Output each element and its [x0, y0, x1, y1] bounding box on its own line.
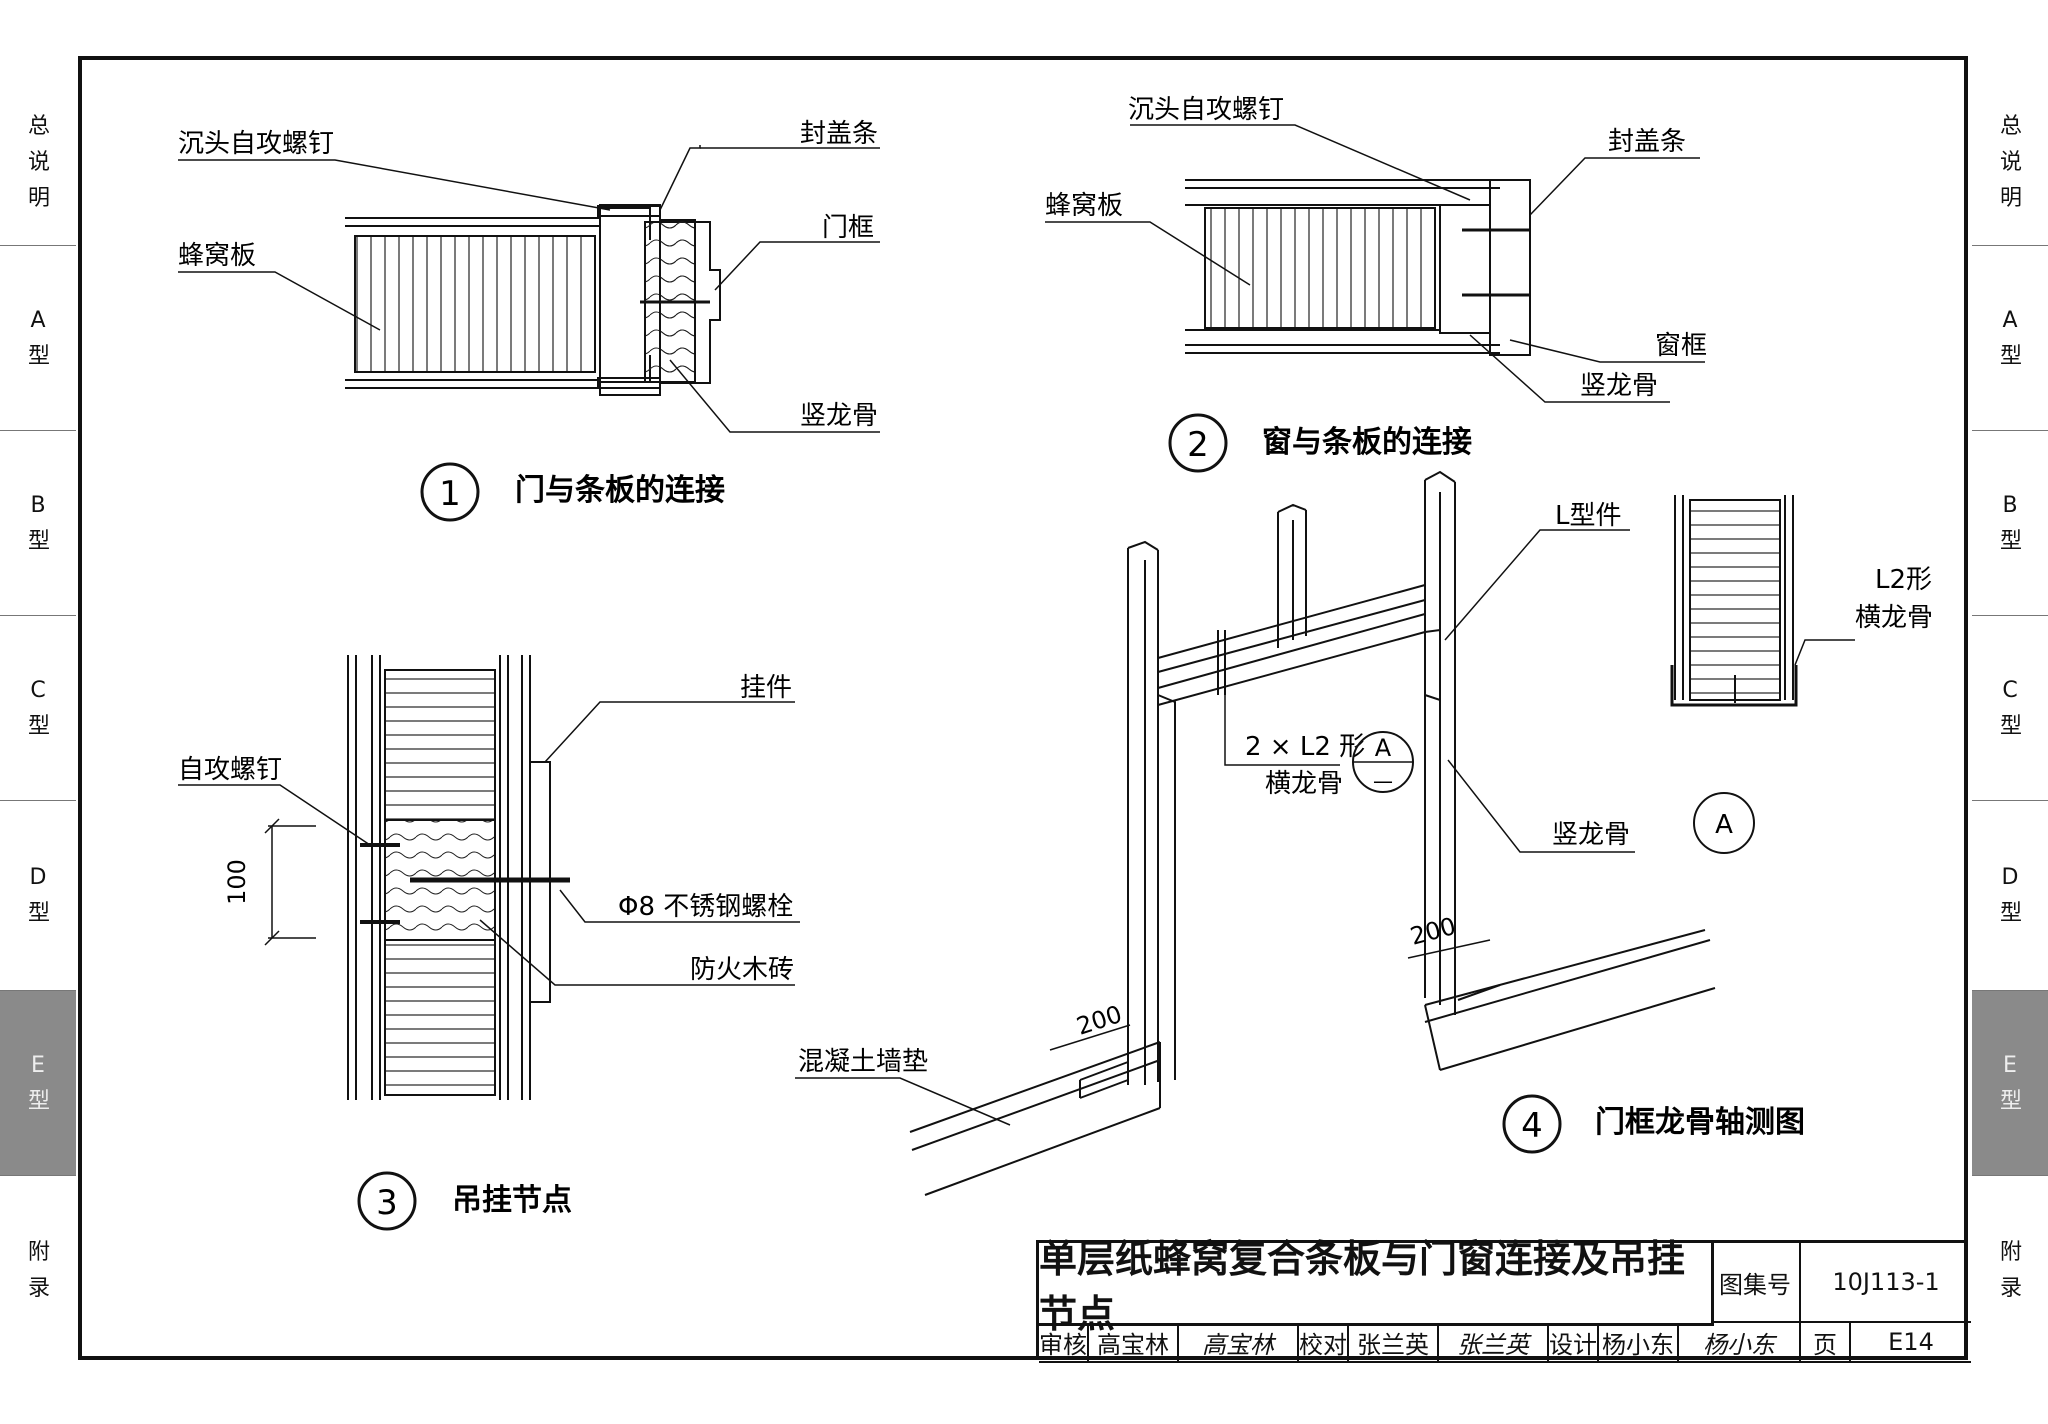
- tab-b-left[interactable]: B型: [0, 430, 76, 616]
- detail-3-drawing: [264, 655, 570, 1100]
- detail-4-number-circle: [1502, 1094, 1562, 1154]
- detail-1-number: 1: [439, 474, 461, 514]
- d4-callout-top: A: [1375, 734, 1392, 762]
- reviewer-signature: 高宝林: [1179, 1323, 1299, 1363]
- d2-stud-label: 竖龙骨: [1580, 371, 1658, 401]
- d4-dim-right: 200: [1407, 912, 1458, 951]
- detail-3-number-circle: [357, 1171, 417, 1231]
- d4-callout-bottom: —: [1373, 769, 1393, 793]
- tab-appendix-right[interactable]: 附录: [1972, 1175, 2048, 1366]
- page-label: 页: [1801, 1323, 1851, 1363]
- detail-1-number-circle: [420, 462, 480, 522]
- d3-wood-label: 防火木砖: [690, 955, 794, 985]
- d4-detail-a-callout: [1693, 792, 1755, 854]
- d4-l2-label-a: 2 × L2 形: [1245, 732, 1365, 762]
- detail-1-title: 门与条板的连接: [515, 473, 725, 508]
- left-index-tabs: 总说明 A型 B型 C型 D型 E型 附录: [0, 0, 76, 1424]
- tab-appendix-left[interactable]: 附录: [0, 1175, 76, 1366]
- reviewer-name: 高宝林: [1089, 1323, 1179, 1363]
- check-label: 校对: [1299, 1323, 1349, 1363]
- tab-e-right[interactable]: E型: [1972, 990, 2048, 1176]
- d3-hanger-label: 挂件: [740, 673, 792, 703]
- drawing-frame: [78, 56, 1968, 1360]
- d2-window-frame-label: 窗框: [1655, 331, 1707, 361]
- detail-4-leaders: [795, 529, 1635, 1126]
- title-block: 单层纸蜂窝复合条板与门窗连接及吊挂节点 图集号 10J113-1 审核 高宝林 …: [1036, 1237, 1971, 1363]
- detail-2-number: 2: [1187, 425, 1209, 465]
- atlas-number: 10J113-1: [1801, 1243, 1971, 1323]
- detail-4-drawing: [909, 470, 1716, 1196]
- d3-bolt-label: Φ8 不锈钢螺栓: [618, 892, 793, 922]
- tab-d-right[interactable]: D型: [1972, 800, 2048, 991]
- d1-stud-label: 竖龙骨: [800, 401, 878, 431]
- detail-a-leader: [1794, 639, 1855, 666]
- right-index-tabs: 总说明 A型 B型 C型 D型 E型 附录: [1972, 0, 2048, 1424]
- d4-l-piece-label: L型件: [1555, 501, 1622, 531]
- detail-a-drawing: [1670, 495, 1798, 707]
- detail-1-leaders: [178, 145, 880, 433]
- d4-detail-a-letter: A: [1715, 810, 1733, 840]
- d4-stud-label: 竖龙骨: [1552, 820, 1630, 850]
- d1-honeycomb-label: 蜂窝板: [178, 241, 256, 271]
- detail-4-number: 4: [1521, 1106, 1543, 1146]
- d1-door-frame-label: 门框: [822, 213, 874, 243]
- detail-2-leaders: [1045, 124, 1705, 403]
- d2-cover-label: 封盖条: [1608, 127, 1686, 157]
- d2-screw-label: 沉头自攻螺钉: [1128, 95, 1284, 125]
- detail-2-title: 窗与条板的连接: [1262, 425, 1472, 460]
- tab-a-left[interactable]: A型: [0, 245, 76, 431]
- d4-curb-label: 混凝土墙垫: [798, 1047, 928, 1077]
- d2-honeycomb-label: 蜂窝板: [1045, 191, 1123, 221]
- detail-3-number: 3: [376, 1183, 398, 1223]
- tab-c-left[interactable]: C型: [0, 615, 76, 801]
- d3-dim-label: 100: [223, 859, 251, 905]
- tab-general-right[interactable]: 总说明: [2000, 113, 2023, 211]
- designer-signature: 杨小东: [1679, 1323, 1801, 1363]
- detail-2-number-circle: [1168, 413, 1228, 473]
- da-label-1: L2形: [1875, 565, 1932, 595]
- review-label: 审核: [1039, 1323, 1089, 1363]
- tab-a-right[interactable]: A型: [1972, 245, 2048, 431]
- d4-dim-left: 200: [1073, 1000, 1125, 1041]
- design-label: 设计: [1549, 1323, 1599, 1363]
- tab-b-right[interactable]: B型: [1972, 430, 2048, 616]
- atlas-label: 图集号: [1711, 1243, 1801, 1323]
- d1-screw-label: 沉头自攻螺钉: [178, 129, 334, 159]
- da-label-2: 横龙骨: [1855, 603, 1933, 633]
- d4-l2-label-b: 横龙骨: [1265, 769, 1343, 799]
- tab-e-left[interactable]: E型: [0, 990, 76, 1176]
- d3-screw-label: 自攻螺钉: [178, 755, 282, 785]
- tab-d-left[interactable]: D型: [0, 800, 76, 991]
- tab-general-left[interactable]: 总说明: [28, 113, 51, 211]
- designer-name: 杨小东: [1599, 1323, 1679, 1363]
- detail-1-drawing: [345, 204, 721, 396]
- drawing-title: 单层纸蜂窝复合条板与门窗连接及吊挂节点: [1039, 1237, 1714, 1336]
- detail-2-drawing: [1185, 179, 1531, 356]
- detail-4-title: 门框龙骨轴测图: [1595, 1105, 1805, 1140]
- tab-c-right[interactable]: C型: [1972, 615, 2048, 801]
- checker-name: 张兰英: [1349, 1323, 1439, 1363]
- d1-cover-label: 封盖条: [800, 119, 878, 149]
- page-number: E14: [1851, 1323, 1971, 1363]
- checker-signature: 张兰英: [1439, 1323, 1549, 1363]
- detail-3-leaders: [178, 701, 800, 986]
- detail-3-title: 吊挂节点: [452, 1183, 572, 1218]
